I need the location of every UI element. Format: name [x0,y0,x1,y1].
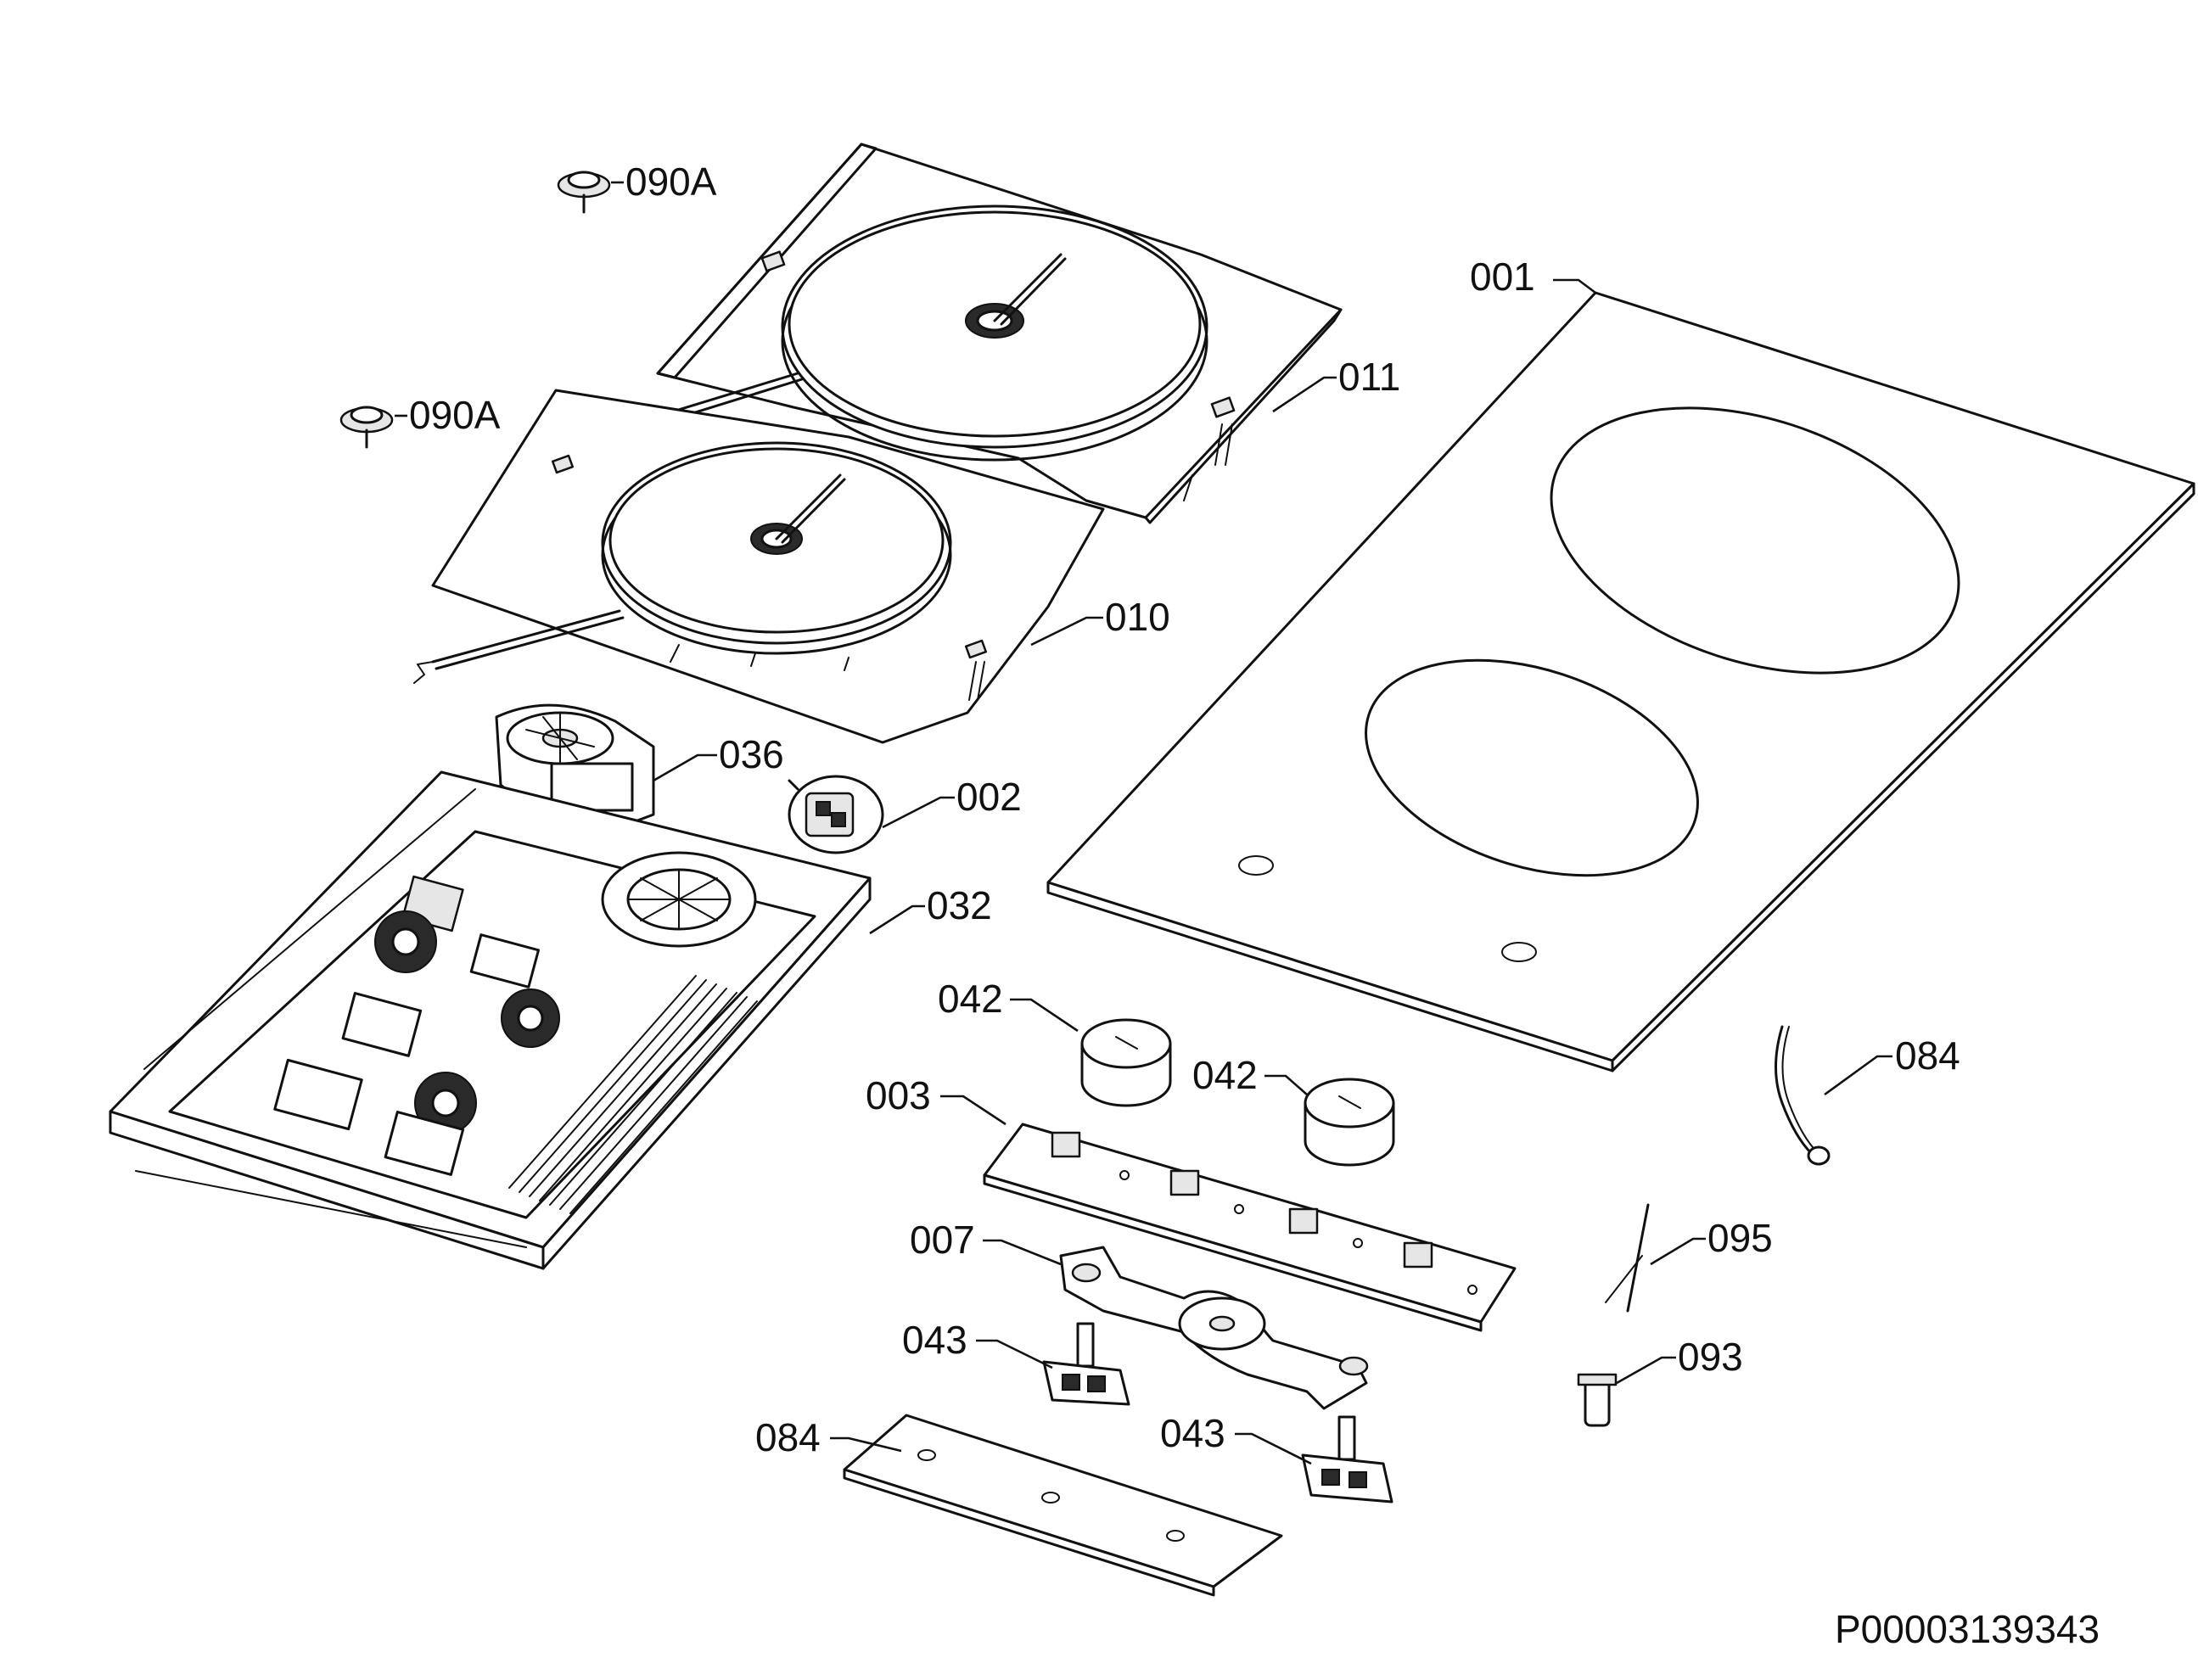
callout-090a-left: 090A [409,393,501,437]
callout-095: 095 [1707,1216,1773,1260]
part-032-chassis-with-power-board[interactable] [109,770,872,1270]
part-003-control-board[interactable] [983,1123,1517,1332]
callout-036: 036 [719,732,784,776]
callout-007: 007 [910,1218,975,1262]
part-084-cover-plate[interactable] [843,1414,1283,1597]
part-043-rotary-switch-right[interactable] [1301,1415,1393,1504]
part-084-power-cable[interactable] [1775,1025,1831,1166]
part-011-large-heating-element[interactable] [552,143,1343,524]
callout-010: 010 [1105,595,1170,639]
callout-002: 002 [956,775,1022,819]
callout-043-left: 043 [902,1318,967,1362]
part-042-control-knob-left[interactable] [1080,1018,1172,1107]
callout-084-right: 084 [1895,1033,1960,1078]
callout-003: 003 [866,1073,931,1117]
callout-011: 011 [1338,355,1400,399]
document-id: P00003139343 [1835,1607,2100,1651]
part-010-small-heating-element[interactable] [413,389,1105,744]
callout-032: 032 [927,883,992,927]
callout-001: 001 [1470,255,1535,299]
leader-lines [395,181,1892,1465]
part-090a-sensor-left[interactable] [339,406,394,449]
part-042-control-knob-right[interactable] [1304,1078,1395,1167]
callout-090a-top: 090A [625,160,717,204]
callout-084-bottom: 084 [755,1415,821,1459]
part-090a-sensor-top[interactable] [557,171,611,214]
callout-043-right: 043 [1160,1411,1225,1455]
part-043-rotary-switch-left[interactable] [1042,1322,1130,1406]
heatsink-fins [508,975,758,1214]
part-093-small-connector[interactable] [1577,1373,1618,1427]
callout-042-right: 042 [1192,1053,1258,1097]
callout-093: 093 [1678,1335,1743,1379]
part-095-wire[interactable] [1605,1203,1650,1313]
callout-042-left: 042 [938,977,1003,1021]
part-007-knob-bracket[interactable] [1059,1246,1369,1410]
part-002-terminal-block[interactable] [788,775,884,854]
part-001-ceramic-hob-top[interactable] [1046,291,2195,1072]
